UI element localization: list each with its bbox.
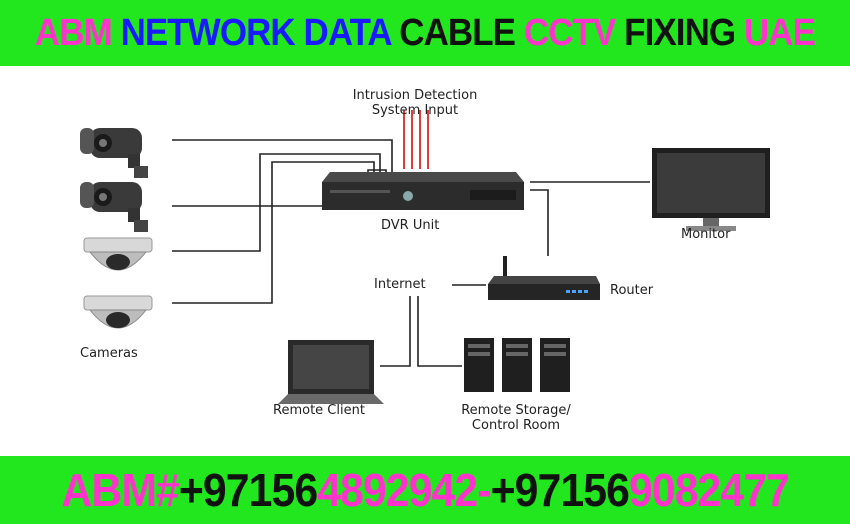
- storage-label-line2: Control Room: [471, 418, 561, 433]
- laptop: [278, 340, 384, 404]
- phone-1-number: 4892942-: [317, 464, 491, 516]
- router-label: Router: [610, 283, 654, 298]
- headline-network-data: NETWORK DATA: [120, 11, 400, 54]
- dvr-label: DVR Unit: [381, 218, 440, 233]
- storage-label-line1: Remote Storage/: [461, 403, 571, 418]
- phone-2-code: +97156: [490, 464, 629, 516]
- ids-label: Intrusion Detection System Input: [340, 88, 490, 118]
- phone-numbers: ABM#+971564892942-+971569082477: [61, 463, 790, 517]
- wire-camera-2: [172, 169, 387, 207]
- headline: ABM NETWORK DATA CABLE CCTV FIXING UAE: [34, 11, 816, 55]
- wire-internet-client: [380, 296, 411, 367]
- headline-abm: ABM: [34, 11, 121, 54]
- headline-cctv: CCTV: [523, 11, 625, 54]
- wire-camera-3: [172, 153, 381, 252]
- phone-1-code: +97156: [178, 464, 318, 516]
- top-banner: ABM NETWORK DATA CABLE CCTV FIXING UAE: [0, 0, 850, 66]
- network-wires: [380, 181, 650, 367]
- wire-dvr-router: [530, 189, 549, 256]
- dvr-unit: [322, 172, 524, 210]
- ids-wires: [403, 110, 429, 169]
- router: [488, 256, 600, 300]
- monitor-label: Monitor: [681, 227, 731, 242]
- storage-label: Remote Storage/ Control Room: [446, 403, 586, 433]
- headline-cable: CABLE: [399, 11, 524, 54]
- headline-fixing: FIXING: [624, 11, 744, 54]
- wire-internet-storage: [417, 296, 462, 367]
- phone-2-number: 9082477: [628, 464, 790, 516]
- storage-servers: [464, 338, 570, 392]
- camera-wires: [172, 139, 393, 304]
- bullet-camera-2: [80, 182, 148, 232]
- bullet-camera-1: [80, 128, 148, 178]
- wire-camera-4: [172, 161, 375, 304]
- diagram-graphics: [80, 110, 770, 404]
- cameras-label: Cameras: [80, 346, 138, 361]
- server-tower-2: [502, 338, 532, 392]
- wire-camera-1: [172, 139, 393, 174]
- dome-camera-1: [83, 237, 153, 271]
- dome-camera-2: [83, 295, 153, 329]
- ids-label-line1: Intrusion Detection: [352, 88, 478, 103]
- bottom-banner: ABM#+971564892942-+971569082477: [0, 456, 850, 524]
- ids-label-line2: System Input: [371, 103, 459, 118]
- server-tower-1: [464, 338, 494, 392]
- cctv-network-diagram: Intrusion Detection System Input DVR Uni…: [0, 66, 850, 456]
- server-tower-3: [540, 338, 570, 392]
- phone-prefix-abm: ABM#: [61, 464, 179, 516]
- headline-uae: UAE: [743, 11, 816, 54]
- monitor: [652, 148, 770, 231]
- internet-label: Internet: [374, 277, 426, 292]
- remote-client-label: Remote Client: [273, 403, 365, 418]
